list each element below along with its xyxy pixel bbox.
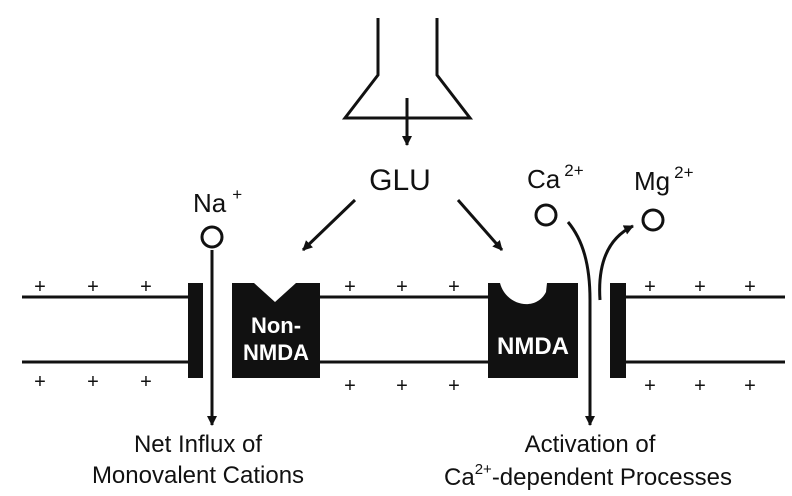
svg-text:+: +	[644, 375, 656, 397]
svg-text:+: +	[140, 371, 152, 393]
non-nmda-label-line1: Non-	[251, 313, 301, 338]
right-caption-line1: Activation of	[525, 431, 656, 458]
glu-to-non-nmda-arrow	[301, 198, 357, 252]
svg-text:+: +	[744, 276, 756, 298]
svg-text:+: +	[744, 375, 756, 397]
glu-label: GLU	[369, 164, 431, 197]
svg-text:+: +	[694, 375, 706, 397]
non-nmda-label-line2: NMDA	[243, 340, 309, 365]
extracellular-charges: + + + + + + + + +	[34, 276, 756, 298]
na-channel-left-wall	[188, 283, 203, 378]
svg-text:+: +	[644, 276, 656, 298]
ca-channel-right-wall	[610, 283, 626, 378]
na-ion-label: Na+	[193, 185, 242, 218]
svg-text:+: +	[448, 375, 460, 397]
glu-to-nmda-arrow	[456, 199, 504, 251]
mg-ion	[641, 208, 665, 232]
membrane	[22, 295, 785, 364]
left-caption-line2: Monovalent Cations	[92, 462, 304, 489]
svg-text:+: +	[34, 276, 46, 298]
svg-text:+: +	[344, 375, 356, 397]
svg-text:+: +	[87, 371, 99, 393]
svg-text:+: +	[396, 375, 408, 397]
na-ion	[200, 225, 224, 249]
left-caption-line1: Net Influx of	[134, 431, 262, 458]
svg-text:+: +	[34, 371, 46, 393]
ca-ion	[534, 203, 558, 227]
nmda-receptor	[488, 283, 578, 378]
nmda-label: NMDA	[497, 333, 569, 360]
svg-text:+: +	[396, 276, 408, 298]
right-caption-line2: Ca2+-dependent Processes	[444, 461, 732, 491]
svg-text:+: +	[694, 276, 706, 298]
svg-text:+: +	[344, 276, 356, 298]
ca-influx-arrow	[566, 221, 595, 426]
svg-text:+: +	[448, 276, 460, 298]
svg-text:+: +	[140, 276, 152, 298]
non-nmda-receptor	[232, 283, 320, 378]
svg-text:+: +	[87, 276, 99, 298]
intracellular-charges: + + + + + + + + +	[34, 371, 756, 397]
mg-unblock-arrow	[598, 224, 634, 301]
